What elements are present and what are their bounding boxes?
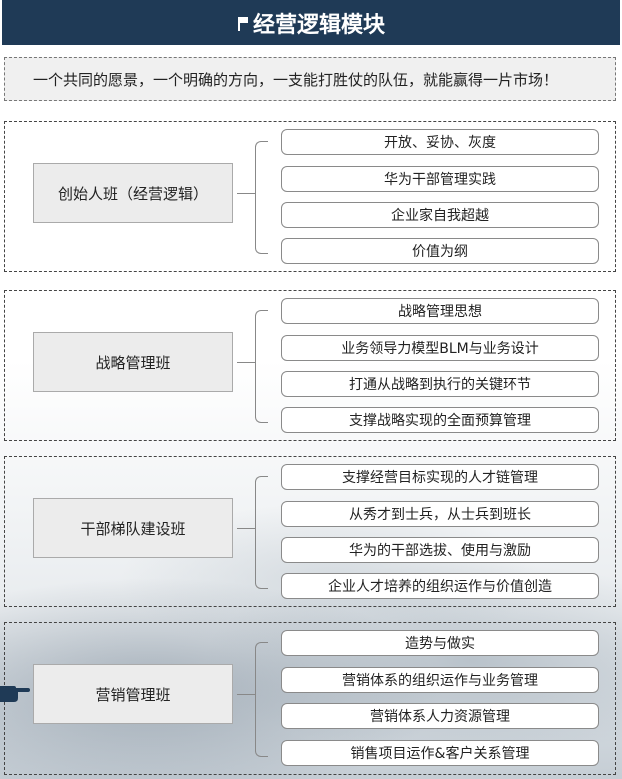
module-section: 创始人班（经营逻辑） 开放、妥协、灰度 华为干部管理实践 企业家自我超越 价值为… [4, 121, 616, 272]
connector-line [237, 193, 255, 194]
category-box: 战略管理班 [33, 332, 233, 392]
topic-item: 造势与做实 [281, 630, 599, 656]
topic-item: 华为干部管理实践 [281, 166, 599, 192]
page-header: 经营逻辑模块 [2, 0, 620, 45]
connector-line [237, 362, 255, 363]
topic-label: 企业人才培养的组织运作与价值创造 [328, 579, 552, 595]
topic-item: 销售项目运作&客户关系管理 [281, 740, 599, 766]
category-box: 营销管理班 [33, 664, 233, 724]
topic-label: 开放、妥协、灰度 [384, 135, 496, 151]
bracket [255, 141, 268, 254]
topic-item: 营销体系人力资源管理 [281, 703, 599, 729]
slogan-banner: 一个共同的愿景，一个明确的方向，一支能打胜仗的队伍，就能赢得一片市场！ [4, 57, 616, 101]
topic-item: 从秀才到士兵，从士兵到班长 [281, 501, 599, 527]
topic-label: 价值为纲 [412, 244, 468, 260]
topic-label: 华为干部管理实践 [384, 172, 496, 188]
topic-item: 业务领导力模型BLM与业务设计 [281, 335, 599, 361]
topic-item: 打通从战略到执行的关键环节 [281, 371, 599, 397]
connector-line [237, 694, 255, 695]
topic-item: 华为的干部选拔、使用与激励 [281, 537, 599, 563]
topic-label: 企业家自我超越 [391, 208, 489, 224]
topic-item: 价值为纲 [281, 238, 599, 264]
category-box: 干部梯队建设班 [33, 498, 233, 558]
bracket [255, 642, 268, 757]
topic-item: 企业家自我超越 [281, 202, 599, 228]
module-section: 营销管理班 造势与做实 营销体系的组织运作与业务管理 营销体系人力资源管理 销售… [4, 622, 616, 775]
topic-item: 战略管理思想 [281, 298, 599, 324]
topic-label: 战略管理思想 [398, 304, 482, 320]
topic-label: 营销体系人力资源管理 [370, 709, 510, 725]
topic-label: 销售项目运作&客户关系管理 [350, 746, 530, 762]
topic-label: 打通从战略到执行的关键环节 [349, 377, 531, 393]
topic-item: 支撑经营目标实现的人才链管理 [281, 464, 599, 490]
category-label: 创始人班（经营逻辑） [57, 184, 208, 203]
topic-item: 开放、妥协、灰度 [281, 129, 599, 155]
flag-icon [237, 15, 249, 31]
bracket [255, 476, 268, 589]
topic-item: 营销体系的组织运作与业务管理 [281, 667, 599, 693]
topic-label: 业务领导力模型BLM与业务设计 [341, 341, 539, 357]
module-section: 战略管理班 战略管理思想 业务领导力模型BLM与业务设计 打通从战略到执行的关键… [4, 290, 616, 441]
category-label: 营销管理班 [95, 685, 171, 704]
module-section: 干部梯队建设班 支撑经营目标实现的人才链管理 从秀才到士兵，从士兵到班长 华为的… [4, 456, 616, 607]
category-label: 战略管理班 [95, 353, 171, 372]
topic-label: 支撑战略实现的全面预算管理 [349, 413, 531, 429]
pointing-hand-icon [0, 686, 30, 702]
topic-label: 营销体系的组织运作与业务管理 [342, 673, 538, 689]
page-title: 经营逻辑模块 [252, 12, 385, 38]
topic-label: 造势与做实 [405, 636, 475, 652]
topic-label: 支撑经营目标实现的人才链管理 [342, 470, 538, 486]
topic-item: 企业人才培养的组织运作与价值创造 [281, 573, 599, 599]
topic-label: 从秀才到士兵，从士兵到班长 [349, 507, 531, 523]
category-label: 干部梯队建设班 [80, 519, 186, 538]
category-box: 创始人班（经营逻辑） [33, 163, 233, 223]
slogan-text: 一个共同的愿景，一个明确的方向，一支能打胜仗的队伍，就能赢得一片市场！ [33, 70, 559, 89]
connector-line [237, 528, 255, 529]
topic-item: 支撑战略实现的全面预算管理 [281, 407, 599, 433]
bracket [255, 310, 268, 423]
topic-label: 华为的干部选拔、使用与激励 [349, 543, 531, 559]
